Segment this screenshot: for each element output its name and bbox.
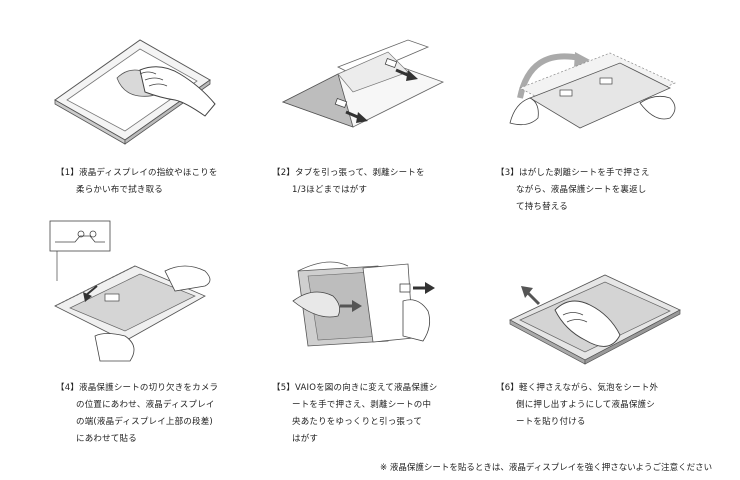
step-4-line-4: にあわせて貼る: [76, 434, 137, 444]
step-1-illustration: [45, 30, 225, 150]
step-1-line-2: 柔らかい布で拭き取る: [76, 185, 164, 195]
step-5-line-3: 央あたりをゆっくりと引っ張って: [292, 417, 423, 427]
step-4-number: 【4】: [56, 383, 80, 393]
step-6-line-2: 側に押し出すようにして液晶保護シ: [516, 400, 655, 410]
step-6-number: 【6】: [496, 383, 520, 393]
step-4-line-2: の位置にあわせ、液晶ディスプレイ: [76, 400, 215, 410]
step-5-caption: 【5】VAIOを図の向きに変えて液晶保護シ ートを手で押さえ、剥離シートの中 央…: [272, 380, 437, 448]
step-4-illustration: [45, 216, 235, 366]
step-5-line-1: VAIOを図の向きに変えて液晶保護シ: [295, 383, 438, 393]
step-3-illustration: [500, 28, 690, 148]
step-3-line-1: はがした剥離シートを手で押さえ: [519, 168, 650, 178]
step-1-number: 【1】: [56, 168, 80, 178]
step-5-line-4: はがす: [292, 434, 319, 444]
step-6-illustration: [505, 260, 695, 370]
step-3-line-2: ながら、液晶保護シートを裏返し: [516, 185, 647, 195]
step-5-illustration: [278, 246, 468, 356]
caution-note: ※ 液晶保護シートを貼るときは、液晶ディスプレイを強く押さないようご注意ください: [380, 463, 713, 473]
step-1-caption: 【1】液晶ディスプレイの指紋やほこりを 柔らかい布で拭き取る: [56, 165, 218, 199]
step-2-line-1: タブを引っ張って、剥離シートを: [295, 168, 425, 178]
step-2-number: 【2】: [272, 168, 296, 178]
step-4-line-1: 液晶保護シートの切り欠きをカメラ: [79, 383, 219, 393]
step-6-line-1: 軽く押さえながら、気泡をシート外: [519, 383, 659, 393]
step-3-number: 【3】: [496, 168, 520, 178]
step-2-illustration: [278, 32, 458, 132]
step-1-line-1: 液晶ディスプレイの指紋やほこりを: [79, 168, 218, 178]
step-4-caption: 【4】液晶保護シートの切り欠きをカメラ の位置にあわせ、液晶ディスプレイ の端(…: [56, 380, 218, 448]
step-6-caption: 【6】軽く押さえながら、気泡をシート外 側に押し出すようにして液晶保護シ ートを…: [496, 380, 658, 431]
step-4-line-3: の端(液晶ディスプレイ上部の段差): [76, 417, 213, 427]
step-3-caption: 【3】はがした剥離シートを手で押さえ ながら、液晶保護シートを裏返し て持ち替え…: [496, 165, 650, 216]
step-6-line-3: ートを貼り付ける: [516, 417, 586, 427]
step-5-line-2: ートを手で押さえ、剥離シートの中: [292, 400, 432, 410]
step-5-number: 【5】: [272, 383, 296, 393]
step-2-line-2: 1/3ほどまではがす: [292, 185, 368, 195]
step-3-line-3: て持ち替える: [516, 202, 568, 212]
step-2-caption: 【2】タブを引っ張って、剥離シートを 1/3ほどまではがす: [272, 165, 425, 199]
